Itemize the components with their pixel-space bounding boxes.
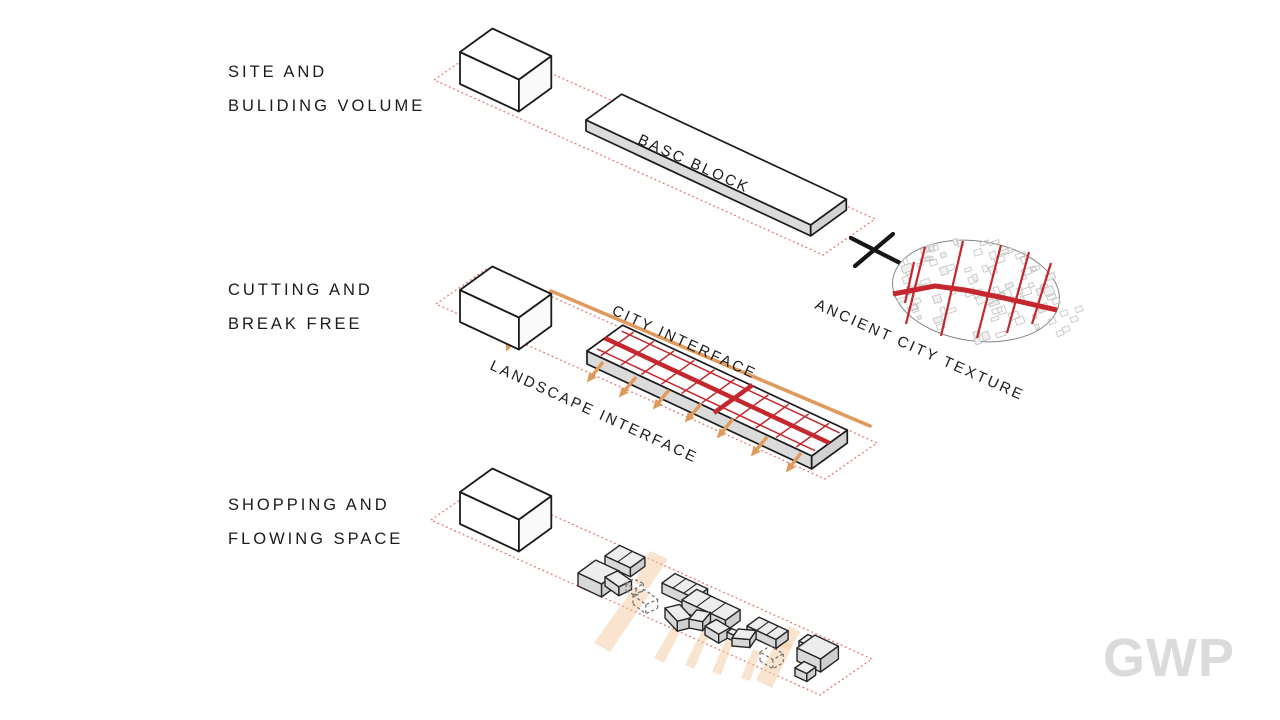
- section3-label-line2: FLOWING SPACE: [228, 530, 403, 548]
- ancient-city-texture: ANCIENT CITY TEXTURE: [812, 237, 1084, 404]
- multiply-icon: [848, 231, 903, 269]
- building-volume-box-2: [459, 265, 553, 351]
- site-outline-2: [434, 267, 879, 480]
- section2-label-line1: CUTTING AND: [228, 281, 373, 299]
- city-grid-on-slab: [596, 330, 841, 452]
- flowing-space-rays: [594, 551, 801, 688]
- gwp-watermark: GWP: [1103, 628, 1235, 688]
- section1-label-line1: SITE AND: [228, 63, 327, 81]
- building-volume-box-1: [459, 27, 553, 113]
- section-shopping-and-flowing-space: SHOPPING AND FLOWING SPACE: [228, 467, 874, 696]
- shopping-blocks: [577, 544, 840, 683]
- basic-block-slab: [585, 93, 848, 237]
- section1-label-line2: BULIDING VOLUME: [228, 97, 425, 115]
- section2-label-line2: BREAK FREE: [228, 315, 363, 333]
- section-cutting-and-break-free: CUTTING AND BREAK FREE CITY INTERFACE LA…: [228, 265, 879, 480]
- building-volume-box-3: [459, 467, 553, 553]
- city-interface-line: [549, 289, 872, 428]
- section3-label-line1: SHOPPING AND: [228, 496, 390, 514]
- section-site-and-building-volume: SITE AND BULIDING VOLUME BASC BLOCK: [228, 27, 877, 256]
- city-roads: [892, 240, 1058, 339]
